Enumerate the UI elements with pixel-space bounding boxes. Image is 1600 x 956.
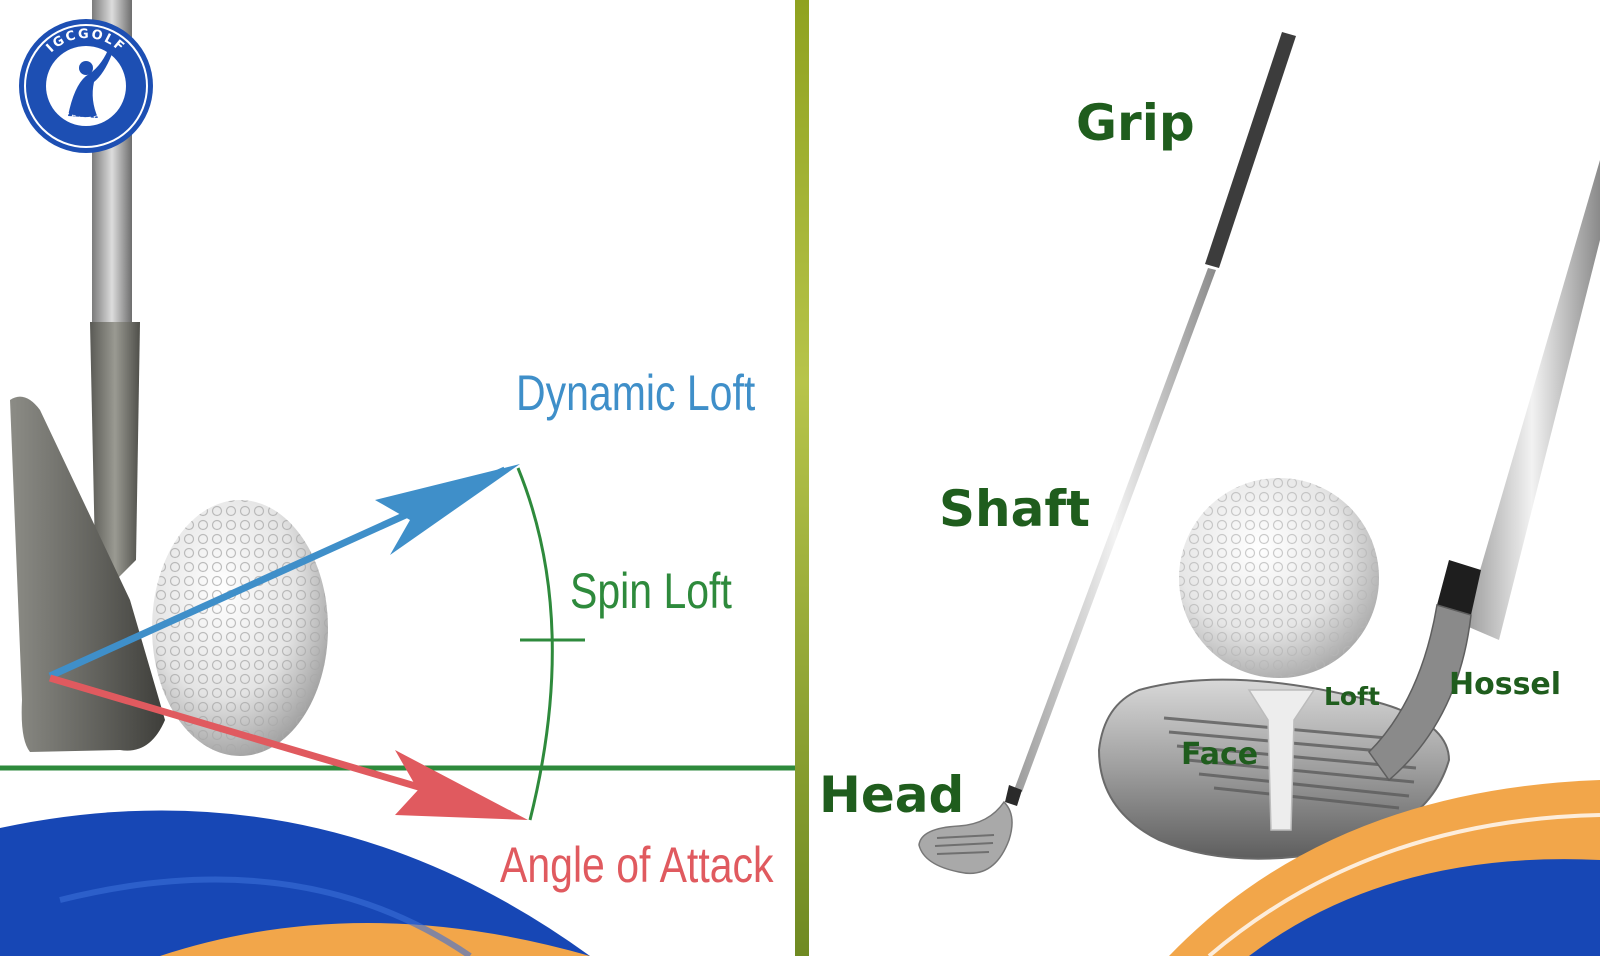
angle-of-attack-arrowhead	[395, 750, 528, 820]
loft-diagram-illustration	[0, 0, 795, 956]
label-grip: Grip	[1076, 94, 1195, 152]
label-dynamic-loft: Dynamic Loft	[516, 365, 756, 421]
label-face: Face	[1181, 737, 1259, 772]
club-shaft-thick	[1464, 160, 1600, 640]
label-spin-loft: Spin Loft	[570, 563, 732, 619]
label-hossel: Hossel	[1449, 667, 1562, 702]
shaft-ferrule	[1437, 560, 1481, 615]
club-head-small	[918, 800, 1013, 874]
decor-wave-orange	[160, 923, 590, 956]
label-head: Head	[819, 766, 965, 824]
label-loft: Loft	[1324, 682, 1380, 711]
club-grip	[1205, 32, 1296, 268]
club-hosel-right	[1368, 604, 1472, 782]
loft-diagram-panel: IGCGOLF CENTER Dynamic Loft Spin Loft An…	[0, 0, 795, 956]
club-parts-illustration	[918, 32, 1600, 956]
panel-divider	[795, 0, 809, 956]
igcgolf-logo: IGCGOLF CENTER	[19, 19, 153, 153]
golf-tee	[1247, 689, 1316, 831]
label-angle-of-attack: Angle of Attack	[500, 837, 774, 893]
spin-loft-arc	[516, 467, 554, 821]
club-hosel	[90, 322, 140, 600]
dynamic-loft-arrowhead	[375, 464, 520, 555]
label-shaft: Shaft	[939, 480, 1091, 538]
golfer-silhouette-icon	[68, 50, 112, 118]
iron-club-head	[10, 396, 165, 752]
club-shaft-thin	[1014, 268, 1216, 792]
decor-wave-blue-right	[1249, 859, 1600, 956]
club-parts-panel: Grip Shaft Head Loft Hossel Face	[809, 0, 1600, 956]
